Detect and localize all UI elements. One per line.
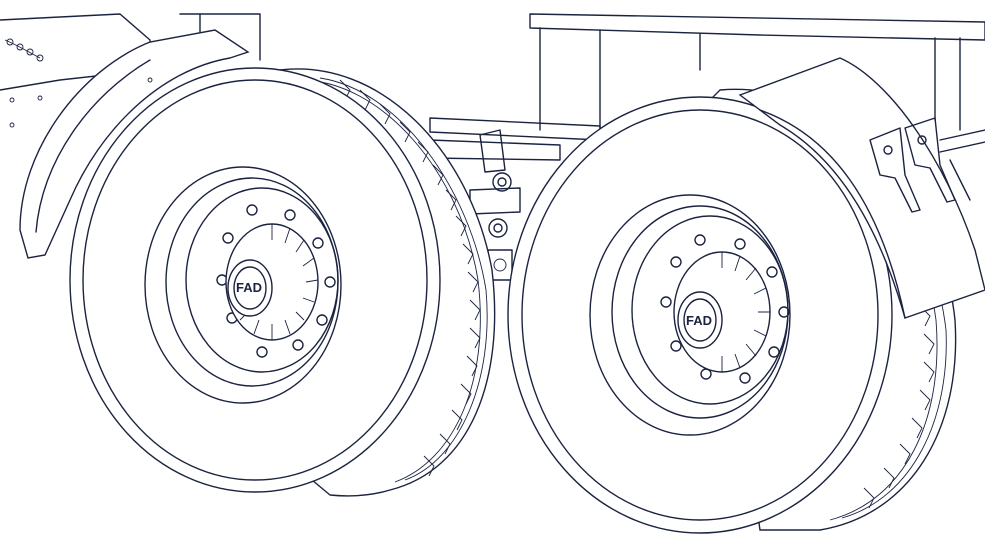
fender-mount-brackets xyxy=(869,117,985,213)
left-fender xyxy=(19,29,250,259)
chassis-frame xyxy=(0,13,985,161)
left-tire-tread xyxy=(299,77,488,483)
rear-left-wheel: FAD xyxy=(69,67,496,497)
right-fender xyxy=(738,57,985,319)
right-wheel-lug-nuts xyxy=(660,234,790,384)
left-hub-cap-label: FAD xyxy=(236,280,262,295)
rear-right-wheel: FAD xyxy=(507,88,957,534)
right-hub-cap-label: FAD xyxy=(686,313,712,328)
